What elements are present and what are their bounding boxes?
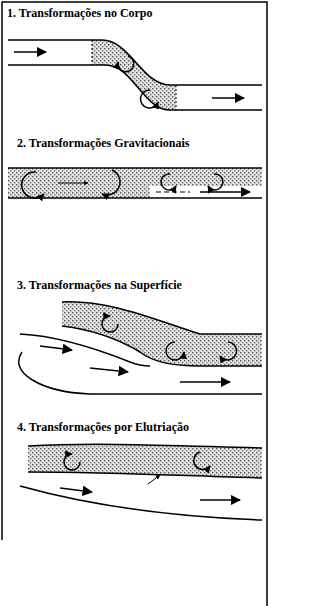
panel-elutriation bbox=[20, 444, 262, 520]
panel-gravitational bbox=[8, 168, 262, 198]
panel-surface bbox=[19, 302, 262, 394]
frame bbox=[2, 2, 267, 606]
panel-heading: 3. Transformações na Superfície bbox=[16, 278, 183, 292]
panel-body bbox=[8, 40, 262, 110]
panel-heading: 2. Transformações Gravitacionais bbox=[16, 136, 191, 150]
panel-heading: 4. Transformações por Elutriação bbox=[16, 420, 190, 434]
panel-heading: 1. Transformações no Corpo bbox=[6, 6, 154, 20]
